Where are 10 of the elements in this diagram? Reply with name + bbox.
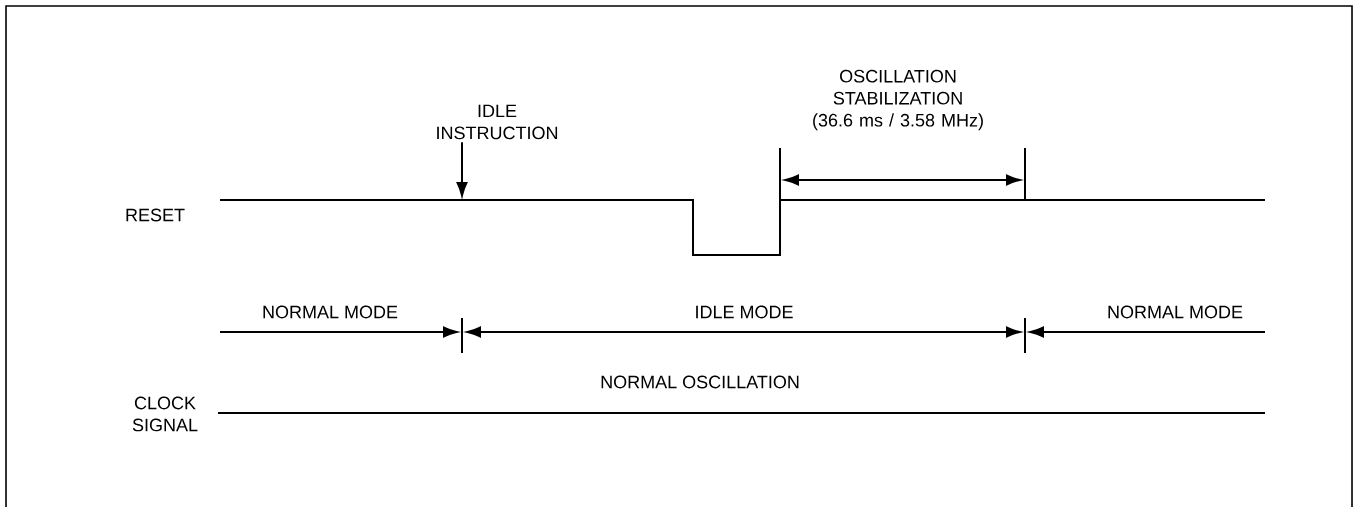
mode-label: IDLE MODE [696, 305, 793, 319]
signal-name: CLOCK SIGNAL [132, 396, 198, 432]
mode-label: NORMAL MODE [1108, 305, 1243, 319]
dimension-label: OSCILLATION STABILIZATION (36.6 ms / 3.58 MHz) [813, 69, 983, 131]
mode-label: NORMAL MODE [263, 305, 398, 319]
arrow [456, 141, 468, 197]
waveform-label: NORMAL OSCILLATION [601, 375, 799, 389]
signal-name: RESET [126, 208, 185, 222]
reset-waveform [219, 199, 1266, 256]
annotation-text: IDLE INSTRUCTION [437, 104, 558, 140]
